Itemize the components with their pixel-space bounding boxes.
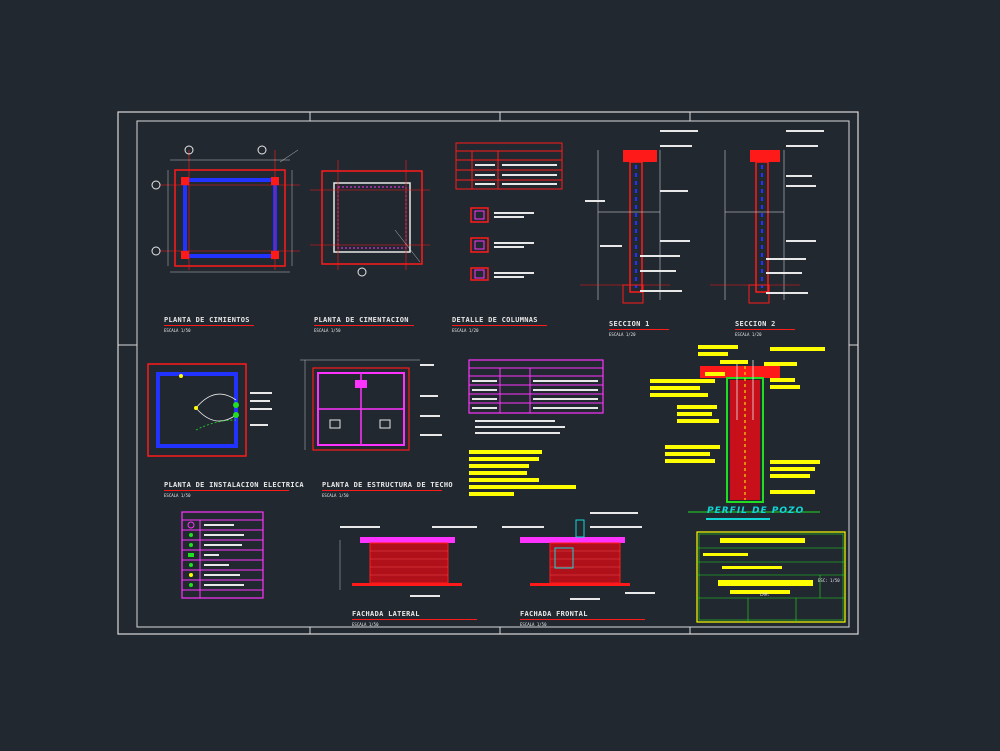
title-planta-cimientos: PLANTA DE CIMIENTOS: [164, 316, 250, 324]
title-underline: [322, 490, 442, 491]
seccion-1-drawing: [580, 130, 698, 304]
scale-seccion-2: ESCALA 1/20: [735, 332, 762, 337]
title-seccion-1: SECCION 1: [609, 320, 650, 328]
sheet-inner-border: [136, 120, 850, 628]
perfil-pozo-drawing: [650, 345, 825, 520]
seccion-2-drawing: [710, 130, 824, 304]
instalacion-electrica-drawing: [147, 363, 272, 457]
tabla-zapatas: [468, 359, 604, 434]
title-underline: [520, 619, 645, 620]
fachada-frontal-drawing: [502, 512, 655, 600]
planta-cimentacion-drawing: [310, 160, 430, 277]
title-perfil-pozo: PERFIL DE POZO: [707, 506, 805, 516]
title-underline: [164, 490, 289, 491]
title-detalle-columnas: DETALLE DE COLUMNAS: [452, 316, 538, 324]
title-planta-cimentacion: PLANTA DE CIMENTACION: [314, 316, 409, 324]
notas-generales: [469, 450, 576, 496]
scale-instalacion-electrica: ESCALA 1/50: [164, 493, 191, 498]
title-underline: [735, 329, 795, 330]
tabla-columnas: [455, 142, 563, 190]
title-fachada-frontal: FACHADA FRONTAL: [520, 610, 588, 618]
border-ticks: [118, 112, 858, 634]
scale-fachada-frontal: ESCALA 1/50: [520, 622, 547, 627]
title-underline: [314, 325, 414, 326]
title-block-sheet: LAM:: [760, 592, 770, 597]
title-instalacion-electrica: PLANTA DE INSTALACION ELECTRICA: [164, 481, 304, 489]
title-underline: [164, 325, 254, 326]
scale-planta-cimientos: ESCALA 1/50: [164, 328, 191, 333]
scale-detalle-columnas: ESCALA 1/20: [452, 328, 479, 333]
planta-cimientos-drawing: [151, 145, 300, 273]
detalle-columnas-drawing: [470, 207, 534, 281]
title-block: [696, 531, 846, 623]
title-fachada-lateral: FACHADA LATERAL: [352, 610, 420, 618]
title-underline: [452, 325, 547, 326]
scale-estructura-techo: ESCALA 1/50: [322, 493, 349, 498]
estructura-techo-drawing: [300, 359, 442, 451]
title-block-scale: ESC: 1/50: [818, 578, 840, 583]
scale-planta-cimentacion: ESCALA 1/50: [314, 328, 341, 333]
leyenda-electrica: [181, 511, 264, 599]
title-estructura-techo: PLANTA DE ESTRUCTURA DE TECHO: [322, 481, 453, 489]
title-seccion-2: SECCION 2: [735, 320, 776, 328]
title-underline: [609, 329, 669, 330]
sheet-outer-border: [117, 111, 859, 635]
scale-seccion-1: ESCALA 1/20: [609, 332, 636, 337]
scale-fachada-lateral: ESCALA 1/50: [352, 622, 379, 627]
fachada-lateral-drawing: [339, 526, 477, 597]
title-underline: [352, 619, 477, 620]
